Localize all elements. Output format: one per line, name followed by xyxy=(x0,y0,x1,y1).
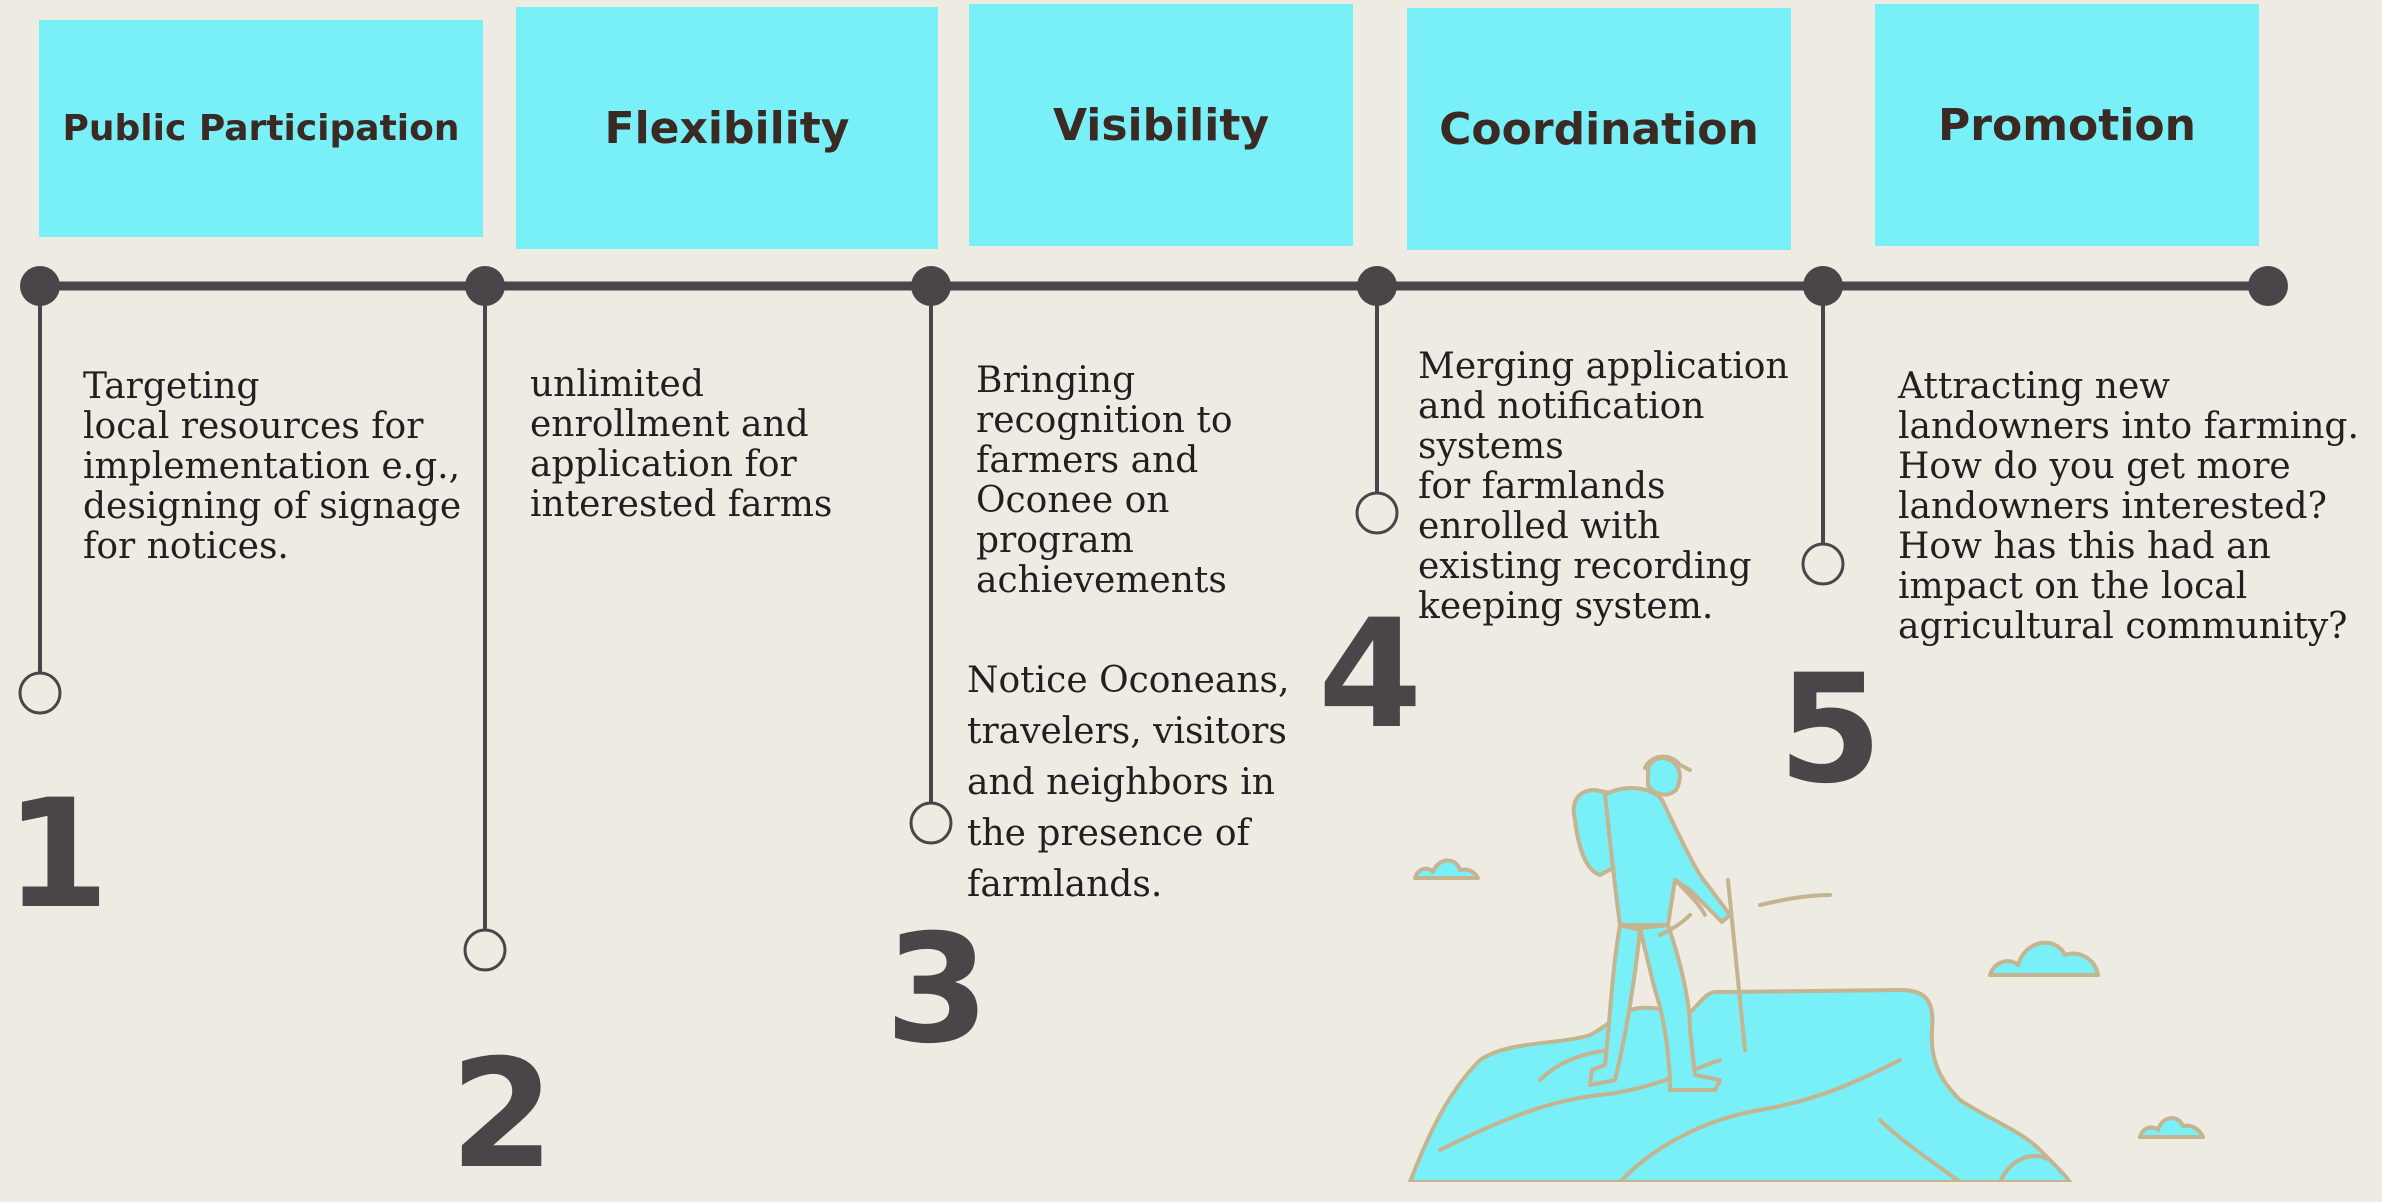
cloud-1 xyxy=(1413,858,1480,880)
cloud-3 xyxy=(2138,1116,2205,1139)
stage-1-marker xyxy=(18,671,62,715)
stage-4-marker xyxy=(1355,491,1399,535)
hiker-head xyxy=(1646,756,1682,797)
stage-4-title: Coordination xyxy=(1439,103,1759,155)
trekking-pole xyxy=(1726,878,1747,1052)
hiker-leg-front xyxy=(1638,923,1722,1092)
motion-line-2 xyxy=(1658,913,1692,937)
stage-1-number: 1 xyxy=(5,768,110,942)
cloud-2 xyxy=(1988,940,2100,977)
stage-1-title: Public Participation xyxy=(62,108,460,149)
stage-2-title: Flexibility xyxy=(604,102,850,154)
hiker-torso xyxy=(1603,786,1732,927)
stage-3-marker xyxy=(909,801,953,845)
stage-1-description: Targeting local resources for implementa… xyxy=(83,366,462,567)
stage-1-header: Public Participation xyxy=(39,20,483,237)
stage-3-number: 3 xyxy=(885,903,990,1077)
stage-2-header: Flexibility xyxy=(516,7,938,249)
stage-3-header: Visibility xyxy=(969,4,1353,246)
mountain-contour-3 xyxy=(1878,1118,1962,1182)
motion-line-3 xyxy=(1673,878,1707,917)
motion-line-1 xyxy=(1758,893,1832,907)
stage-3-description: Bringing recognition to farmers and Ocon… xyxy=(976,360,1233,601)
stage-5-marker xyxy=(1801,542,1845,586)
stage-2-description: unlimited enrollment and application for… xyxy=(530,364,833,525)
stage-5-number: 5 xyxy=(1778,643,1883,817)
timeline-dot-end xyxy=(2248,266,2288,306)
stage-4-description: Merging application and notification sys… xyxy=(1418,346,1789,627)
hiker-leg-back xyxy=(1588,923,1642,1087)
stage-3-description-extra: Notice Oconeans, travelers, visitors and… xyxy=(967,660,1290,905)
stage-5-title: Promotion xyxy=(1938,99,2196,151)
stage-4-header: Coordination xyxy=(1407,8,1791,250)
stage-5-header: Promotion xyxy=(1875,4,2259,246)
mountain-contour-5 xyxy=(1998,1154,2052,1182)
mountain-contour-2 xyxy=(1618,1058,1902,1182)
mountain-shape xyxy=(1408,988,2072,1182)
stage-2-number: 2 xyxy=(450,1028,555,1202)
hiker-hat xyxy=(1643,754,1692,772)
stage-4-number: 4 xyxy=(1318,588,1423,762)
stage-5-description: Attracting new landowners into farming. … xyxy=(1898,366,2359,647)
stage-2-marker xyxy=(463,928,507,972)
hiker-illustration xyxy=(1408,754,2205,1182)
stage-3-title: Visibility xyxy=(1052,99,1270,151)
